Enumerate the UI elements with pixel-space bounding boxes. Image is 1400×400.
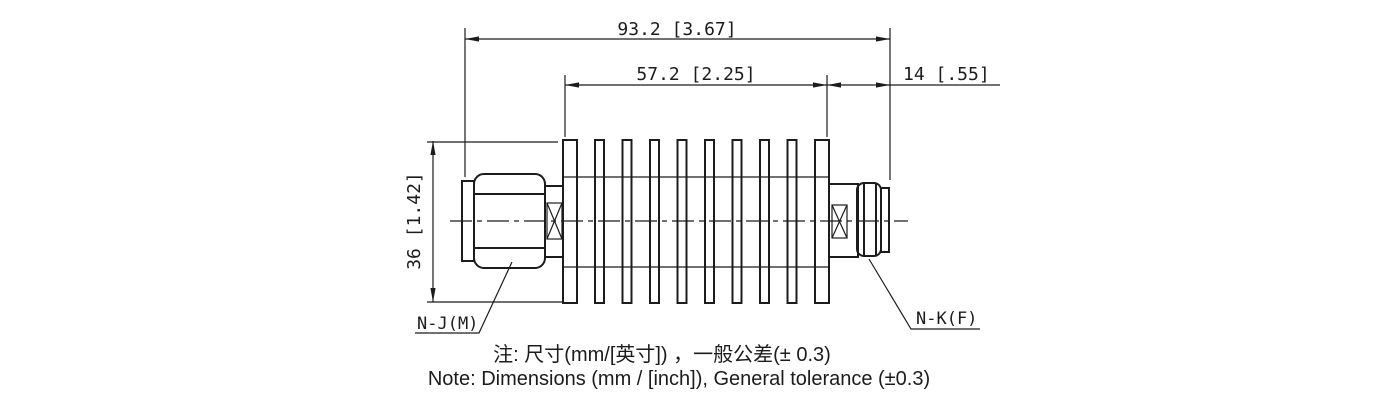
leader-line <box>868 258 980 330</box>
dimension-diameter: 36 [1.42] <box>404 141 562 303</box>
right-connector-n-female <box>828 182 890 258</box>
dimension-overall-length: 93.2 [3.67] <box>464 19 891 180</box>
heatsink-fin <box>731 139 743 304</box>
dimension-heatsink-length: 57.2 [2.25] <box>564 64 828 137</box>
heatsink-fin <box>621 139 633 304</box>
heatsink-core <box>563 176 829 268</box>
note-line-chinese: 注: 尺寸(mm/[英寸]) ，一般公差(± 0.3) <box>493 343 831 366</box>
label-right-connector: N-K(F) <box>868 258 980 330</box>
right-front-face <box>880 187 890 253</box>
dimension-right-connector-length: 14 [.55] <box>827 64 1000 88</box>
heatsink-fins <box>562 139 830 304</box>
right-connector-label-text: N-K(F) <box>916 309 977 329</box>
coupling-nut <box>856 182 882 257</box>
label-left-connector: N-J(M) <box>415 261 513 334</box>
notes-block: 注: 尺寸(mm/[英寸]) ，一般公差(± 0.3) Note: Dimens… <box>428 343 930 390</box>
dimension-text-diameter: 36 [1.42] <box>404 172 425 270</box>
dimension-text-heatsink: 57.2 [2.25] <box>636 64 755 85</box>
left-connector-label-text: N-J(M) <box>417 314 478 334</box>
note-line-english: Note: Dimensions (mm / [inch]), General … <box>428 368 930 390</box>
dimension-text-right-connector: 14 [.55] <box>903 64 990 85</box>
leader-line <box>415 261 513 334</box>
dimension-text-overall: 93.2 [3.67] <box>617 19 736 40</box>
